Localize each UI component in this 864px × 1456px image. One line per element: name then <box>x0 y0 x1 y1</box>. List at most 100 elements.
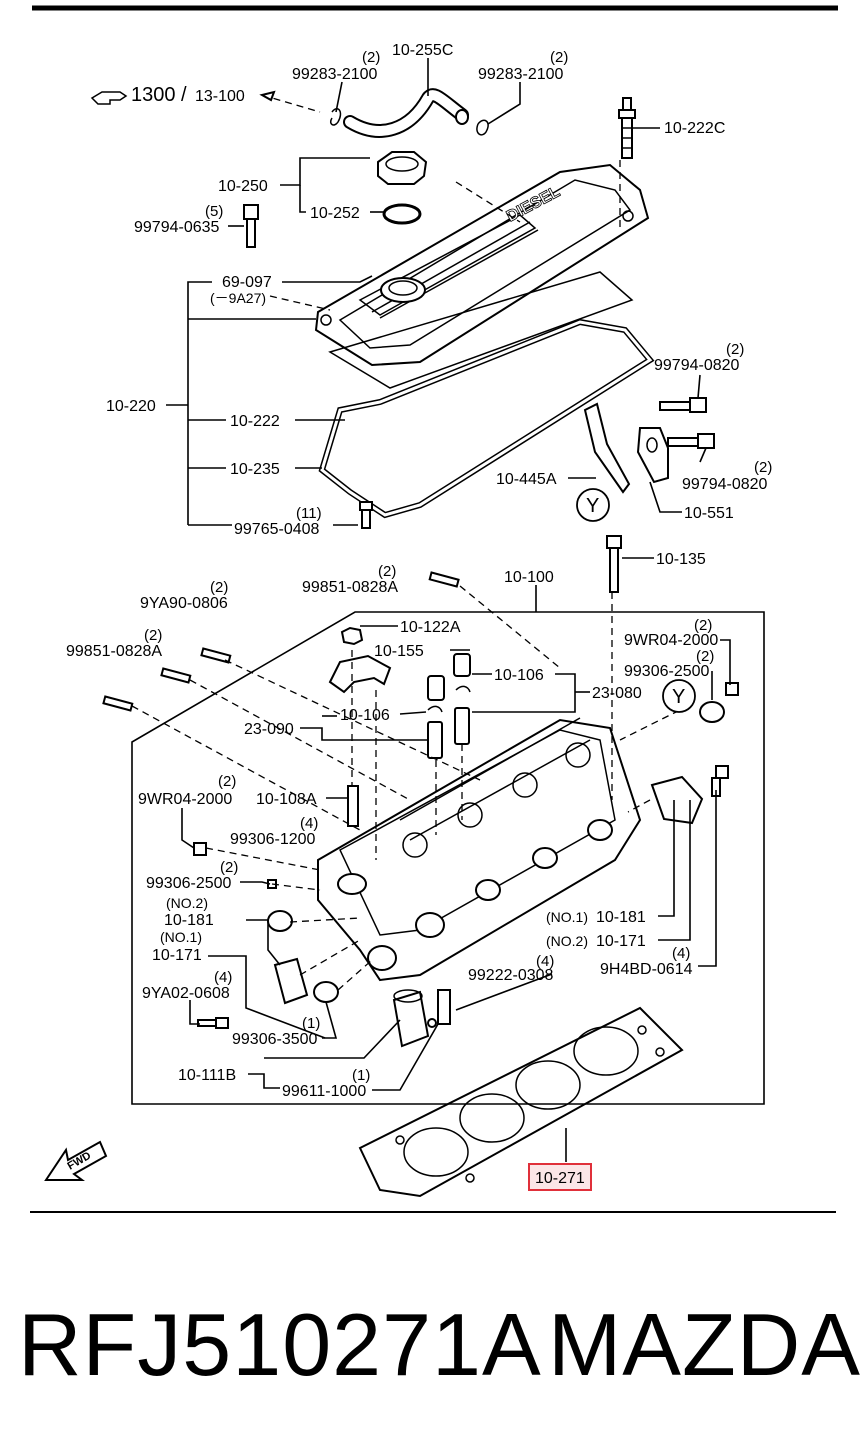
label-l9: 10-220 <box>106 398 156 415</box>
label-l37: 10-171 <box>152 947 202 964</box>
label-l7: 99794-0635 <box>134 219 220 236</box>
cover-stud-bolt <box>618 97 636 159</box>
pre-l44: (NO.2) <box>546 933 588 949</box>
label-l13: 99794-0820 <box>654 357 740 374</box>
part-number: RFJ510271A <box>18 1295 542 1394</box>
oil-filler-cap <box>377 151 428 185</box>
label-l33: 10-108A <box>256 791 317 808</box>
cylinder-head-gasket <box>358 1006 684 1198</box>
glow-plug <box>347 785 359 827</box>
label-l38: 9YA02-0608 <box>142 985 230 1002</box>
bracket-bolt-a <box>659 397 707 413</box>
seal-cup-c <box>313 981 339 1003</box>
label-l12: 99765-0408 <box>234 521 320 538</box>
label-l18: 10-135 <box>656 551 706 568</box>
qty-l13: (2) <box>726 341 744 358</box>
qty-l7: (5) <box>205 203 223 220</box>
qty-l35: (2) <box>220 859 238 876</box>
label-l42: 99222-0308 <box>468 967 554 984</box>
marker-y-text-1: Y <box>586 495 599 517</box>
gasket-bolt <box>359 501 373 529</box>
label-l2: 99283-2100 <box>292 66 378 83</box>
stud-b <box>200 647 232 664</box>
qty-l34: (4) <box>300 815 318 832</box>
qty-l32: (2) <box>218 773 236 790</box>
label-l30: 23-090 <box>244 721 294 738</box>
qty-l3: (2) <box>550 49 568 66</box>
side-plate-left <box>273 957 309 1005</box>
label-l27: 9WR04-2000 <box>624 632 718 649</box>
cylinder-head <box>317 717 642 982</box>
qty-l45: (4) <box>672 945 690 962</box>
valve-guide-a <box>427 721 443 759</box>
plug-a <box>193 842 207 856</box>
parts-diagram: 1300 / 13-100 DIESEL <box>30 5 838 1213</box>
cap-nut <box>340 626 364 646</box>
brand-name: MAZDA <box>548 1295 861 1394</box>
qty-l27: (2) <box>694 617 712 634</box>
plate-bolt-b <box>711 765 729 797</box>
pointing-hand-icon <box>90 91 128 105</box>
seal-cup-a <box>699 701 725 723</box>
sub-l8: (－9A27) <box>210 290 266 306</box>
label-l32: 9WR04-2000 <box>138 791 232 808</box>
valve-seal-a <box>427 675 445 701</box>
pre-l36: (NO.2) <box>166 895 208 911</box>
cylinder-head-cover: DIESEL <box>314 163 650 367</box>
label-l43: 10-181 <box>596 909 646 926</box>
ref-main: 1300 <box>131 84 176 106</box>
label-l24: 10-155 <box>374 643 424 660</box>
label-l35: 99306-2500 <box>146 875 232 892</box>
label-l5: 10-250 <box>218 178 268 195</box>
side-plate-right <box>650 775 704 825</box>
callout-labels: 10-255C (2) 99283-2100 (2) 99283-2100 10… <box>66 42 772 1187</box>
front-direction-arrow: FWD <box>44 1140 108 1181</box>
pre-l37: (NO.1) <box>160 929 202 945</box>
qty-l15: (2) <box>754 459 772 476</box>
qty-l19: (2) <box>378 563 396 580</box>
label-l3: 99283-2100 <box>478 66 564 83</box>
label-l34: 99306-1200 <box>230 831 316 848</box>
injector-sleeve <box>392 990 430 1048</box>
label-l46: 10-271 <box>535 1170 585 1187</box>
label-l22: 99851-0828A <box>66 643 162 660</box>
label-l39: 99306-3500 <box>232 1031 318 1048</box>
label-l19: 99851-0828A <box>302 579 398 596</box>
label-l11: 10-235 <box>230 461 280 478</box>
marker-y-2 <box>662 679 696 713</box>
label-l21: 9YA90-0806 <box>140 595 228 612</box>
label-l10: 10-222 <box>230 413 280 430</box>
label-l45: 9H4BD-0614 <box>600 961 693 978</box>
seal-cup-b <box>267 910 293 932</box>
qty-l39: (1) <box>302 1015 320 1032</box>
qty-l12: (11) <box>296 505 322 522</box>
cover-gasket-outer <box>328 271 634 389</box>
label-l20: 10-100 <box>504 569 554 586</box>
label-l40: 10-111B <box>178 1067 236 1084</box>
valve-seal-b <box>453 653 471 677</box>
highlight-box <box>528 1163 592 1191</box>
qty-l2: (2) <box>362 49 380 66</box>
pre-l43: (NO.1) <box>546 909 588 925</box>
qty-l42: (4) <box>536 953 554 970</box>
stud-a <box>428 571 460 588</box>
label-l1: 10-255C <box>392 42 453 59</box>
valve-guide-b <box>454 707 470 745</box>
label-l25: 10-106 <box>494 667 544 684</box>
qty-l38: (4) <box>214 969 232 986</box>
label-l31: 10-106 <box>340 707 390 724</box>
plug-c <box>725 682 739 696</box>
qty-l41: (1) <box>352 1067 370 1084</box>
label-l4: 10-222C <box>664 120 725 137</box>
head-bolt <box>606 535 622 593</box>
ref-sub: 13-100 <box>195 88 245 105</box>
label-l23: 10-122A <box>400 619 461 636</box>
label-l28: 99306-2500 <box>624 663 710 680</box>
label-l44: 10-171 <box>596 933 646 950</box>
qty-l22: (2) <box>144 627 162 644</box>
label-l26: 23-080 <box>592 685 642 702</box>
plate-bolt-a <box>197 1017 229 1029</box>
bracket <box>583 402 631 494</box>
cover-plate <box>636 427 669 484</box>
qty-l21: (2) <box>210 579 228 596</box>
